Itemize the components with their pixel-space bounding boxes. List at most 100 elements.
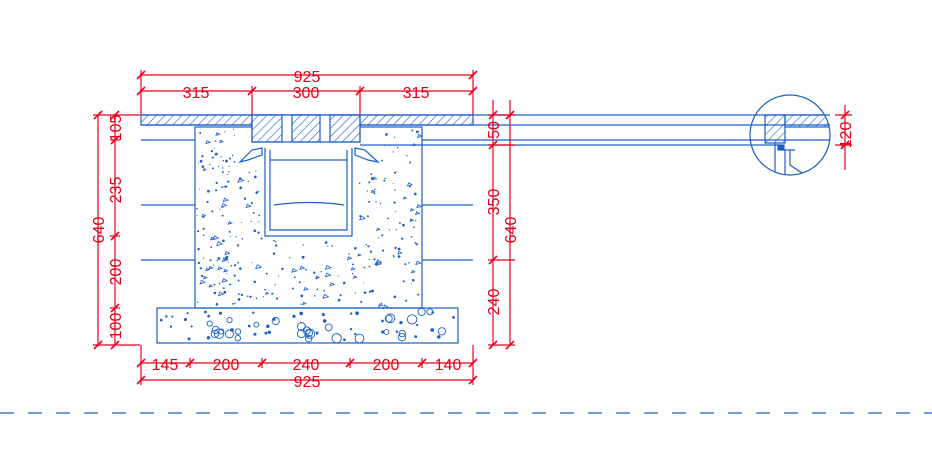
speckle-dot xyxy=(350,266,356,271)
speckle-dot xyxy=(368,265,371,268)
speckle-dot xyxy=(224,250,231,256)
speckle-dot xyxy=(406,182,414,187)
speckle-dot xyxy=(359,215,366,221)
pebble xyxy=(398,329,407,338)
speckle-dot xyxy=(211,210,214,213)
speckle-dot xyxy=(411,129,414,132)
speckle-dot xyxy=(397,255,401,258)
speckle-dot xyxy=(324,264,332,270)
speckle-dot xyxy=(239,267,242,270)
speckle-dot xyxy=(227,221,233,225)
speckle-dot xyxy=(346,256,353,261)
pebble xyxy=(292,314,296,318)
speckle-dot xyxy=(207,189,210,193)
speckle-dot xyxy=(223,268,229,273)
speckle-dot xyxy=(368,181,371,184)
speckle-dot xyxy=(365,243,367,246)
speckle-dot xyxy=(197,261,201,265)
speckle-dot xyxy=(255,191,259,194)
speckle-dot xyxy=(210,246,213,249)
speckle-dot xyxy=(393,136,396,138)
speckle-dot xyxy=(300,294,304,298)
speckle-dot xyxy=(222,239,225,243)
speckle-dot xyxy=(209,236,216,241)
speckle-dot xyxy=(352,275,358,279)
speckle-dot xyxy=(373,188,376,191)
speckle-dot xyxy=(371,289,374,293)
speckle-dot xyxy=(415,130,419,134)
speckle-dot xyxy=(257,190,260,193)
speckle-dot xyxy=(377,303,384,308)
speckle-dot xyxy=(233,274,236,277)
dim-top-center: 300 xyxy=(293,85,320,102)
speckle-dot xyxy=(370,173,373,176)
speckle-dot xyxy=(338,275,340,277)
speckle-dot xyxy=(216,259,218,262)
speckle-dot xyxy=(245,203,252,209)
speckle-dot xyxy=(258,220,260,223)
speckle-dot xyxy=(409,161,412,164)
pebble xyxy=(253,321,260,328)
speckle-dot xyxy=(303,286,309,291)
speckle-dot xyxy=(196,214,198,216)
speckle-dot xyxy=(202,234,205,237)
speckle-dot xyxy=(401,237,404,240)
speckle-dot xyxy=(315,277,318,280)
pebble xyxy=(159,318,163,322)
speckle-dot xyxy=(218,139,225,144)
speckle-dot xyxy=(416,204,423,209)
speckle-dot xyxy=(208,284,214,288)
speckle-dot xyxy=(228,171,230,173)
speckle-dot xyxy=(367,215,369,218)
speckle-dot xyxy=(205,267,210,272)
speckle-dot xyxy=(381,249,385,252)
speckle-dot xyxy=(197,301,199,303)
speckle-dot xyxy=(246,295,249,298)
speckle-dot xyxy=(313,295,316,297)
speckle-dot xyxy=(255,264,263,270)
speckle-dot xyxy=(201,213,207,218)
speckle-dot xyxy=(316,288,319,291)
speckle-dot xyxy=(342,283,345,285)
speckle-dot xyxy=(348,253,350,255)
speckle-dot xyxy=(415,220,417,222)
speckle-dot xyxy=(209,259,212,262)
pebble xyxy=(354,332,357,336)
speckle-dot xyxy=(322,293,330,299)
speckle-dot xyxy=(300,303,302,305)
dim-mid-bottom: 240 xyxy=(486,289,503,316)
speckle-dot xyxy=(278,275,280,277)
pebble xyxy=(324,323,333,332)
dim-top-right: 315 xyxy=(403,85,430,102)
speckle-dot xyxy=(375,201,377,203)
speckle-dot xyxy=(227,261,229,263)
speckle-dot xyxy=(320,271,322,273)
pebble xyxy=(267,330,271,334)
speckle-dot xyxy=(369,250,373,253)
speckle-dot xyxy=(409,185,411,188)
pebble xyxy=(230,328,234,332)
speckle-dot xyxy=(237,261,240,264)
dim-bottom-seg4: 200 xyxy=(373,357,400,374)
speckle-dot xyxy=(202,227,205,230)
dim-bottom-seg3: 240 xyxy=(293,357,320,374)
pebble xyxy=(299,311,304,316)
pebble xyxy=(385,313,396,324)
pebble xyxy=(331,333,342,344)
speckle-dot xyxy=(375,263,378,266)
speckle-dot xyxy=(368,258,370,260)
pebble xyxy=(349,327,353,331)
pebble xyxy=(206,320,213,327)
speckle-dot xyxy=(227,180,230,183)
speckle-dot xyxy=(215,189,218,192)
pebble xyxy=(165,315,168,318)
speckle-dot xyxy=(337,298,341,302)
speckle-dot xyxy=(392,255,395,258)
speckle-dot xyxy=(201,274,204,278)
pebble xyxy=(296,322,306,331)
speckle-dot xyxy=(291,268,298,273)
speckle-dot xyxy=(221,214,224,217)
speckle-dot xyxy=(415,243,418,246)
pebble xyxy=(226,317,233,324)
pebble xyxy=(381,319,384,323)
